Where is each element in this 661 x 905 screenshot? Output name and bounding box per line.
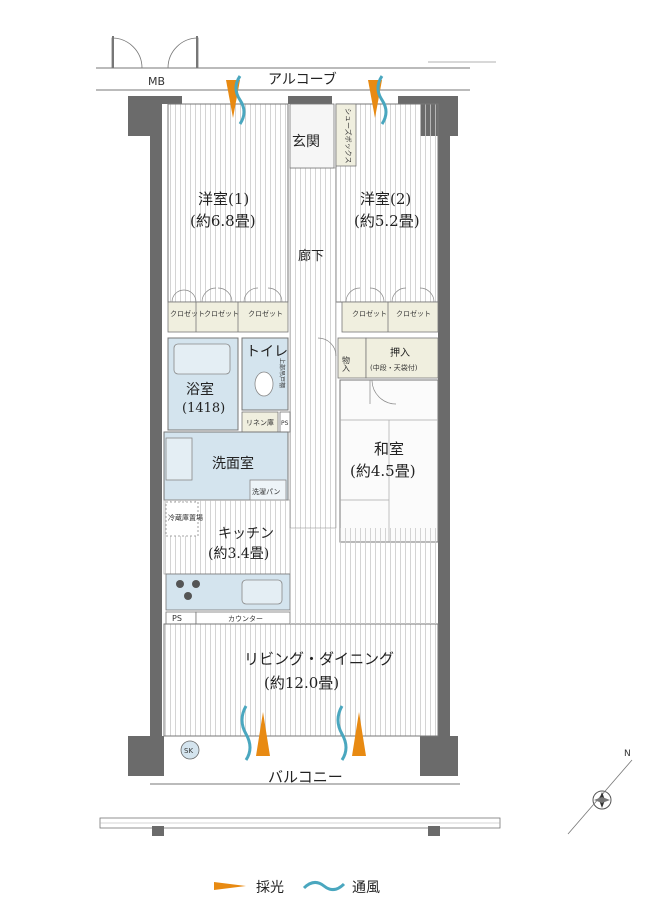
bathtub [173, 343, 231, 375]
bath-size: (1418) [182, 401, 225, 416]
western-room-1-label: 洋室(1) [198, 190, 249, 208]
vanity [165, 437, 193, 481]
wind-legend-wave [302, 881, 346, 891]
closet-label-4: クロゼット [352, 309, 387, 318]
alcove-label: アルコーブ [268, 71, 337, 88]
living-label: リビング・ダイニング [244, 650, 394, 668]
closet-label-2: クロゼット [204, 309, 239, 318]
japanese-room-size: (約4.5畳) [350, 462, 416, 480]
balcony-label: バルコニー [268, 768, 343, 786]
legend-light-label: 採光 [256, 880, 284, 896]
ps-label-2: PS [172, 614, 182, 623]
wash-pan-label: 洗濯パン [252, 487, 280, 496]
mb-label: MB [148, 75, 165, 88]
closets-row-2 [341, 287, 439, 333]
bath-label: 浴室 [186, 381, 214, 398]
western-room-1-size: (約6.8畳) [190, 212, 256, 230]
shoe-box-label: シューズボックス [344, 108, 353, 163]
sk-label: SK [184, 747, 193, 755]
sink [241, 579, 283, 605]
oshiire-label: 押入 [390, 346, 410, 359]
oshiire-closet [365, 337, 439, 379]
toilet-bowl [254, 371, 274, 397]
legend-wind-label: 通風 [352, 880, 380, 896]
living-dining [163, 623, 439, 737]
washroom-label: 洗面室 [212, 455, 254, 472]
genkan-floor [289, 103, 335, 169]
corridor [289, 167, 337, 529]
compass-icon: N [567, 749, 633, 835]
stove-icon [176, 580, 200, 600]
counter-label: カウンター [228, 614, 263, 623]
kitchen-label: キッチン [218, 526, 274, 542]
light-legend-arrow [214, 882, 246, 890]
sk-circle [180, 740, 200, 760]
storage-closet [337, 337, 367, 379]
fridge-label: 冷蔵庫置場 [168, 513, 203, 522]
closet-label-3: クロゼット [248, 309, 283, 318]
storage-label: 物入 [342, 355, 351, 372]
living-upper [290, 528, 438, 624]
living-size: (約12.0畳) [264, 674, 339, 692]
oshiire-note: (中段・天袋付) [370, 363, 418, 372]
genkan-label: 玄関 [292, 133, 320, 150]
alcove-area [96, 36, 496, 91]
western-room-2-size: (約5.2畳) [354, 212, 420, 230]
wind-arrows [234, 75, 388, 761]
corridor-label: 廊下 [298, 248, 324, 264]
tatami-lines [340, 419, 438, 542]
closets-row-1 [167, 287, 289, 333]
closet-label-5: クロゼット [396, 309, 431, 318]
linen-label: リネン庫 [246, 418, 274, 427]
toilet-cabinet-label: 上部吊戸棚 [278, 358, 286, 388]
fridge-space [165, 501, 199, 537]
western-room-2-label: 洋室(2) [360, 190, 411, 208]
kitchen-size: (約3.4畳) [208, 546, 269, 562]
closet-label-1: クロゼット [170, 309, 205, 318]
balcony [99, 740, 501, 836]
svg-text:N: N [624, 749, 631, 759]
toilet-label: トイレ [246, 344, 288, 360]
shoe-box [335, 103, 357, 167]
japanese-room-label: 和室 [374, 440, 404, 458]
outer-walls [128, 96, 458, 776]
ps-label-1: PS [281, 420, 289, 427]
